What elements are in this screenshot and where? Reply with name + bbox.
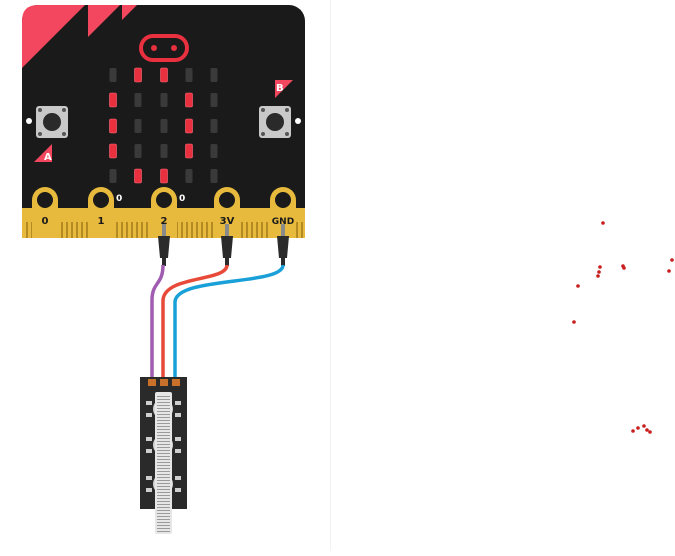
crocodile-clip-2[interactable] <box>221 224 233 266</box>
potentiometer-pin-3 <box>172 379 180 386</box>
graph-point <box>601 221 605 225</box>
pin-0[interactable]: 0 <box>32 187 58 238</box>
pin-1[interactable]: 10 <box>88 187 122 238</box>
led-1-1 <box>134 93 142 107</box>
led-0-4 <box>210 68 218 82</box>
potentiometer-pin-2 <box>160 379 168 386</box>
pin-label-0: 0 <box>42 216 49 227</box>
graph-point <box>645 428 649 432</box>
pin-2[interactable]: 20 <box>151 187 185 238</box>
led-4-1 <box>134 168 142 184</box>
board-accent-stripes <box>22 5 137 68</box>
pin-value-1: 0 <box>116 194 122 204</box>
led-3-4 <box>210 144 218 158</box>
graph-point <box>598 265 602 269</box>
graph-point <box>636 426 640 430</box>
accent-stripe-2 <box>88 5 120 37</box>
led-4-3 <box>185 169 193 183</box>
button-a-marker-icon <box>34 144 52 162</box>
graph-point <box>648 430 652 434</box>
wire-ground[interactable] <box>173 264 285 378</box>
led-2-4 <box>210 119 218 133</box>
led-1-4 <box>210 93 218 107</box>
button-b[interactable] <box>259 106 291 138</box>
led-0-3 <box>185 68 193 82</box>
led-0-1 <box>134 67 142 83</box>
led-4-2 <box>160 168 168 184</box>
accent-stripe-3 <box>122 5 137 20</box>
graph-point <box>621 264 625 268</box>
potentiometer-slider-ridges <box>157 396 170 532</box>
led-2-1 <box>134 119 142 133</box>
wire-power[interactable] <box>161 264 229 378</box>
led-2-2 <box>160 119 168 133</box>
led-3-3 <box>185 143 193 159</box>
led-2-0 <box>109 118 117 134</box>
crocodile-clip-3[interactable] <box>277 224 289 266</box>
led-1-3 <box>185 92 193 108</box>
button-a-hole <box>26 118 32 124</box>
button-a-label: A <box>44 152 52 163</box>
accent-stripe-1 <box>22 5 85 68</box>
graph-point <box>642 424 646 428</box>
graph-point <box>597 270 601 274</box>
graph-point <box>572 320 576 324</box>
led-4-0 <box>109 169 117 183</box>
led-matrix <box>109 67 218 184</box>
pin-label-2: 2 <box>161 216 168 227</box>
led-0-2 <box>160 67 168 83</box>
pin-label-3v: 3V <box>220 216 235 227</box>
led-1-0 <box>109 92 117 108</box>
button-b-hole <box>295 118 301 124</box>
pin-gnd[interactable]: GND <box>270 187 296 238</box>
pin-value-2: 0 <box>179 194 185 204</box>
graph-point <box>576 284 580 288</box>
led-1-2 <box>160 93 168 107</box>
graph-point <box>670 258 674 262</box>
wire-signal[interactable] <box>150 264 165 378</box>
button-b-label: B <box>276 83 284 94</box>
potentiometer-pin-1 <box>148 379 156 386</box>
led-2-3 <box>185 118 193 134</box>
led-3-2 <box>160 144 168 158</box>
crocodile-clips <box>158 224 289 266</box>
pin-label-gnd: GND <box>272 217 294 227</box>
button-a[interactable] <box>36 106 68 138</box>
led-3-0 <box>109 143 117 159</box>
graph-point <box>596 274 600 278</box>
panel-divider <box>330 0 331 551</box>
led-0-0 <box>109 68 117 82</box>
graph-point <box>631 429 635 433</box>
crocodile-clip-1[interactable] <box>158 224 170 266</box>
pin-3v[interactable]: 3V <box>214 187 240 238</box>
led-3-1 <box>134 144 142 158</box>
pin-label-1: 1 <box>98 216 105 227</box>
microbit-logo-icon <box>139 34 189 62</box>
led-4-4 <box>210 169 218 183</box>
slide-potentiometer[interactable] <box>140 377 187 534</box>
graph-point <box>667 269 671 273</box>
graph-point <box>622 266 626 270</box>
button-b-marker-icon <box>275 80 293 98</box>
